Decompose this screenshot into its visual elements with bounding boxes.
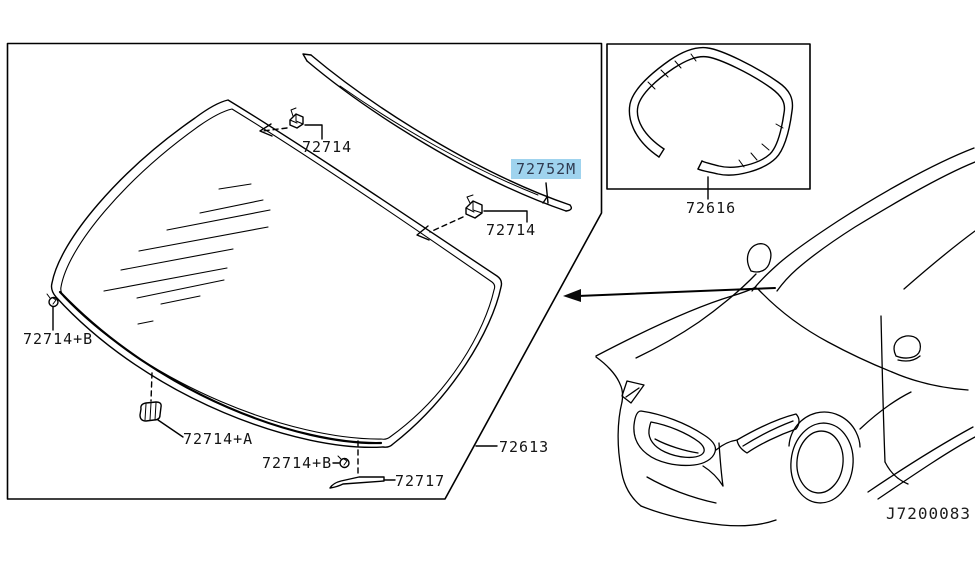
part-label-72714B-left[interactable]: 72714+B (23, 330, 94, 348)
part-label-72616[interactable]: 72616 (686, 199, 737, 217)
clip-left-b-drawing (46, 293, 59, 331)
part-label-72714B-bottom[interactable]: 72714+B (262, 454, 333, 472)
top-molding-drawing (302, 53, 573, 212)
part-label-72752M-highlighted[interactable]: 72752M (511, 159, 582, 179)
glass-reflection-hatching (103, 183, 271, 325)
spacer-drawing (329, 476, 396, 489)
clip-top-drawing (259, 107, 323, 140)
inset-molding-drawing (628, 46, 794, 200)
figure-code: J7200083 (886, 504, 972, 523)
part-label-72613[interactable]: 72613 (499, 438, 550, 456)
leader-72752M (545, 182, 549, 204)
pointer-arrow (563, 287, 776, 302)
main-detail-frame (6, 42, 603, 500)
clip-a-drawing (139, 372, 184, 438)
clip-bottom-b-drawing (332, 440, 359, 478)
part-label-72717[interactable]: 72717 (395, 472, 446, 490)
windshield-glass-drawing (50, 99, 503, 449)
vehicle-illustration (595, 147, 975, 527)
clip-right-drawing (416, 194, 528, 241)
part-label-72714-top[interactable]: 72714 (302, 138, 353, 156)
part-label-72714A[interactable]: 72714+A (183, 430, 254, 448)
part-label-72714-right[interactable]: 72714 (486, 221, 537, 239)
